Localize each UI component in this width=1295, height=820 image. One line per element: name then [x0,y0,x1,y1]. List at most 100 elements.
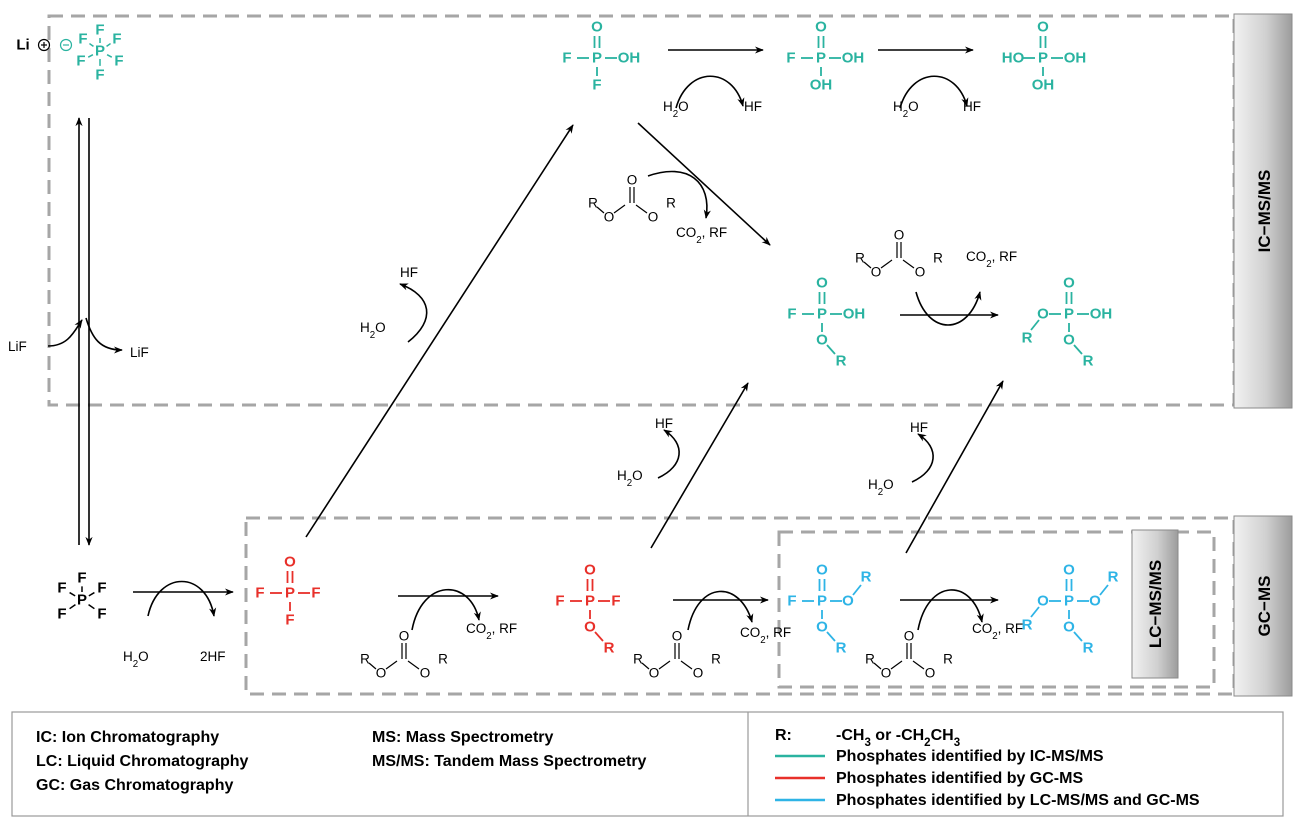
bond [890,660,903,670]
legend-ic: IC: Ion Chromatography [36,729,219,746]
legend-entries: Phosphates identified by IC-MS/MSPhospha… [775,748,1200,809]
atom-label: O [1037,593,1049,610]
legend-r-value: -CH3 or -CH2CH3 [836,727,960,749]
atom-label: O [915,265,926,280]
bond [88,591,95,597]
atom-label: F [611,593,620,610]
atom-label: R [633,652,643,667]
reagent-h2o: H2O [617,468,643,489]
atom-label: F [97,580,106,597]
bond [1073,631,1083,642]
atom-label: F [112,31,121,48]
legend-r-label: R: [775,727,792,744]
atom-label: R [836,353,847,370]
bond [703,663,710,669]
atom-label: F [562,50,571,67]
reaction-arrows [75,46,1004,604]
atom-label: P [817,306,827,323]
reagent-h2o: H2O [893,99,919,120]
atom-label: R [861,569,872,586]
atom-label: F [592,77,601,94]
reagent-co2-rf: CO2, RF [972,621,1023,642]
atom-label: P [285,585,295,602]
bond [430,663,437,669]
legend-entry-text: Phosphates identified by LC-MS/MS and GC… [836,792,1200,809]
lc-ms-tab: LC−MS/MS [1131,529,1179,679]
atom-label: O [871,265,882,280]
atom-label: R [711,652,721,667]
atom-label: OH [618,50,641,67]
atom-label: O [672,629,683,644]
bond [880,259,893,269]
atom-label: O [1063,275,1075,292]
atom-label: O [816,275,828,292]
atom-label: Li [16,37,29,54]
curved-arrows [47,75,984,631]
atom-label: O [1089,593,1101,610]
bond [87,54,94,58]
atom-label: O [904,629,915,644]
atom-label: R [1022,330,1033,347]
atom-label: F [787,306,796,323]
reagent-hf: HF [963,99,981,114]
atom-label: O [693,666,704,681]
bond [613,204,626,214]
atom-label: F [77,570,86,587]
lc-ms-label: LC−MS/MS [1146,560,1165,648]
atom-label: R [1083,640,1094,657]
atom-label: F [786,50,795,67]
atom-label: F [95,22,104,39]
bond [658,207,665,213]
atom-label: O [376,666,387,681]
bond [1030,319,1040,331]
atom-label: P [592,50,602,67]
reagent-co2-rf: CO2, RF [676,225,727,246]
atom-label: OH [1064,50,1087,67]
reagent-co2-rf: CO2, RF [740,625,791,646]
atom-label: OH [1090,306,1113,323]
atom-label: O [881,666,892,681]
atom-label: F [76,53,85,70]
legend: IC: Ion Chromatography LC: Liquid Chroma… [11,711,1284,817]
legend-entry-text: Phosphates identified by GC-MS [836,770,1083,787]
bond [1099,584,1109,596]
bond [594,631,604,642]
bond [863,261,872,269]
atom-label: R [933,251,943,266]
reagent-2hf: 2HF [200,649,226,664]
plus-charge [37,38,51,52]
atom-label: R [1022,617,1033,634]
atom-label: R [1108,569,1119,586]
bond [826,631,836,642]
atom-label: O [894,228,905,243]
bond [368,662,377,670]
lc-region-box [777,530,1216,689]
reagent-h2o: H2O [123,649,149,670]
atom-label: R [604,640,615,657]
minus-charge [59,38,73,52]
atom-label: P [817,593,827,610]
atom-label: P [585,593,595,610]
atom-label: F [285,612,294,629]
bond [69,603,76,610]
reagent-hf: HF [910,420,928,435]
atom-label: O [648,210,659,225]
atom-label: F [787,593,796,610]
atom-label: R [588,196,598,211]
atom-label: OH [1032,77,1055,94]
atom-label: OH [843,306,866,323]
bond [89,42,94,47]
atom-label: P [1064,593,1074,610]
bond [385,660,398,670]
bond [680,660,693,670]
atom-label: F [57,606,66,623]
atom-label: O [604,210,615,225]
